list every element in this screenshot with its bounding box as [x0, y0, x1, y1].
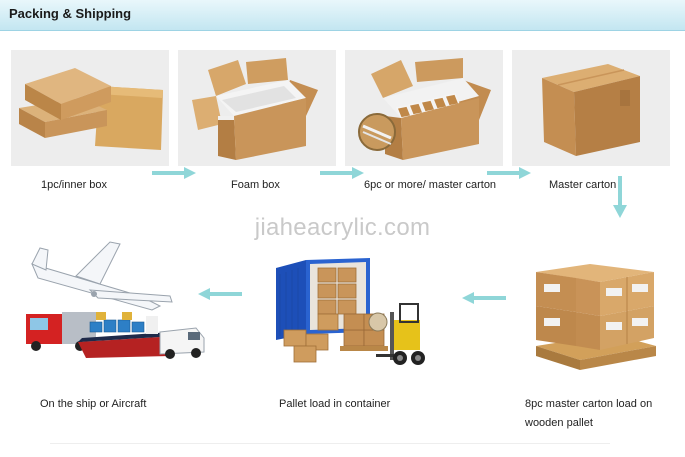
- container-photo: [266, 254, 436, 390]
- master-carton-photo: [512, 50, 670, 166]
- master-carton-6pc-photo: [345, 50, 503, 166]
- pallet-photo: [530, 258, 658, 374]
- right-arrow-icon: [152, 166, 196, 180]
- down-arrow-icon: [613, 176, 627, 218]
- section-header: Packing & Shipping: [0, 0, 685, 31]
- right-arrow-icon: [487, 166, 531, 180]
- caption-ship-aircraft: On the ship or Aircraft: [40, 398, 146, 410]
- left-arrow-icon: [462, 291, 506, 305]
- left-arrow-icon: [198, 287, 242, 301]
- caption-master-carton-6pc: 6pc or more/ master carton: [364, 179, 496, 191]
- caption-inner-box: 1pc/inner box: [41, 179, 107, 191]
- foam-box-photo: [178, 50, 336, 166]
- caption-pallet-line2: wooden pallet: [525, 417, 593, 429]
- section-title: Packing & Shipping: [9, 6, 131, 21]
- caption-master-carton: Master carton: [549, 179, 616, 191]
- caption-pallet-line1: 8pc master carton load on: [525, 398, 652, 410]
- caption-container: Pallet load in container: [279, 398, 390, 410]
- ship-aircraft-photo: [20, 238, 210, 366]
- inner-box-photo: [11, 50, 169, 166]
- divider: [50, 443, 610, 444]
- caption-foam-box: Foam box: [231, 179, 280, 191]
- right-arrow-icon: [320, 166, 364, 180]
